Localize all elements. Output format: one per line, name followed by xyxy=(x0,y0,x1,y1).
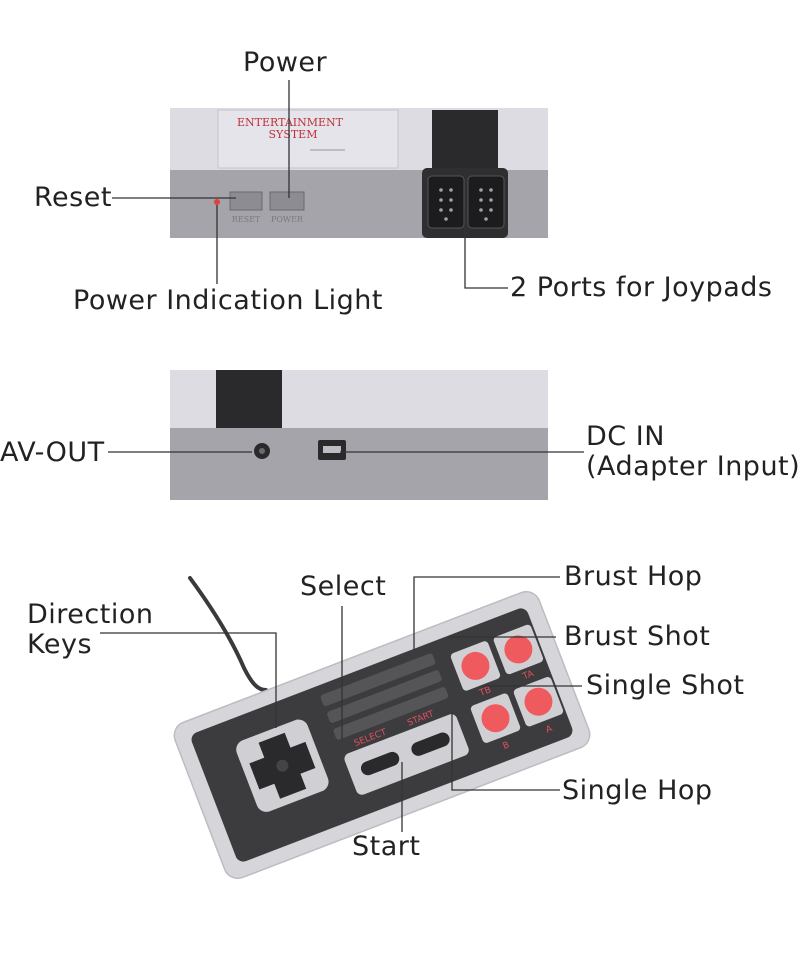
power-light-led xyxy=(214,199,220,205)
callout-power-indication-light: Power Indication Light xyxy=(73,285,384,316)
direction-pad xyxy=(236,719,329,812)
start-button xyxy=(411,732,450,756)
callout-keys: Keys xyxy=(27,629,93,660)
callout-select: Select xyxy=(300,571,387,602)
burst-hop-button xyxy=(461,651,490,680)
controller-body: SELECT START TB TA B A xyxy=(173,590,591,880)
reset-print: RESET xyxy=(232,215,261,224)
dc-in-port-slot xyxy=(323,446,341,453)
callout-reset: Reset xyxy=(34,182,112,213)
back-port-housing xyxy=(216,370,282,428)
callout-dc-in: DC IN xyxy=(586,421,665,452)
leader-brust-hop xyxy=(413,576,560,650)
callout-start: Start xyxy=(352,831,421,862)
emblem-line1: ENTERTAINMENT xyxy=(237,116,344,129)
single-shot-button xyxy=(524,687,553,716)
console-front-view: ENTERTAINMENT SYSTEM RESET POWER xyxy=(170,108,548,238)
callout-av-out: AV-OUT xyxy=(0,437,105,468)
emblem-line2: SYSTEM xyxy=(269,128,318,141)
panel-stripe-3 xyxy=(333,687,449,740)
power-button xyxy=(269,191,305,211)
callout-single-hop: Single Hop xyxy=(562,775,713,806)
controller-cable xyxy=(188,576,268,692)
callout-adapter-input: (Adapter Input) xyxy=(586,451,800,482)
cartridge-lid xyxy=(217,109,399,169)
back-rear-shell xyxy=(170,428,548,500)
a-print: A xyxy=(545,724,555,736)
leader-direction-keys xyxy=(100,632,277,728)
callout-brust-hop: Brust Hop xyxy=(564,561,703,592)
power-print: POWER xyxy=(271,215,304,224)
av-out-jack-core xyxy=(259,448,265,454)
single-hop-button xyxy=(481,704,510,733)
port-housing xyxy=(432,110,498,170)
reset-button xyxy=(229,191,263,211)
ta-print: TA xyxy=(521,669,537,683)
tb-print: TB xyxy=(477,685,492,699)
console-back-view xyxy=(170,370,548,500)
joypad-port-2 xyxy=(467,175,505,229)
port-pins xyxy=(439,188,493,221)
callout-joypad-ports: 2 Ports for Joypads xyxy=(510,272,773,303)
leader-single-hop xyxy=(451,712,560,791)
joypad-port-1 xyxy=(427,175,465,229)
callout-single-shot: Single Shot xyxy=(586,670,745,701)
select-button xyxy=(360,751,400,776)
panel-stripe-1 xyxy=(320,653,436,707)
callout-direction: Direction xyxy=(27,599,154,630)
leader-lines xyxy=(100,80,584,832)
callout-power: Power xyxy=(243,47,328,78)
panel-stripe-2 xyxy=(327,670,442,723)
b-print: B xyxy=(502,740,511,752)
leader-joypad-ports xyxy=(464,210,508,289)
controller: SELECT START TB TA B A xyxy=(173,576,591,880)
burst-shot-button xyxy=(504,635,533,664)
callout-brust-shot: Brust Shot xyxy=(564,621,711,652)
